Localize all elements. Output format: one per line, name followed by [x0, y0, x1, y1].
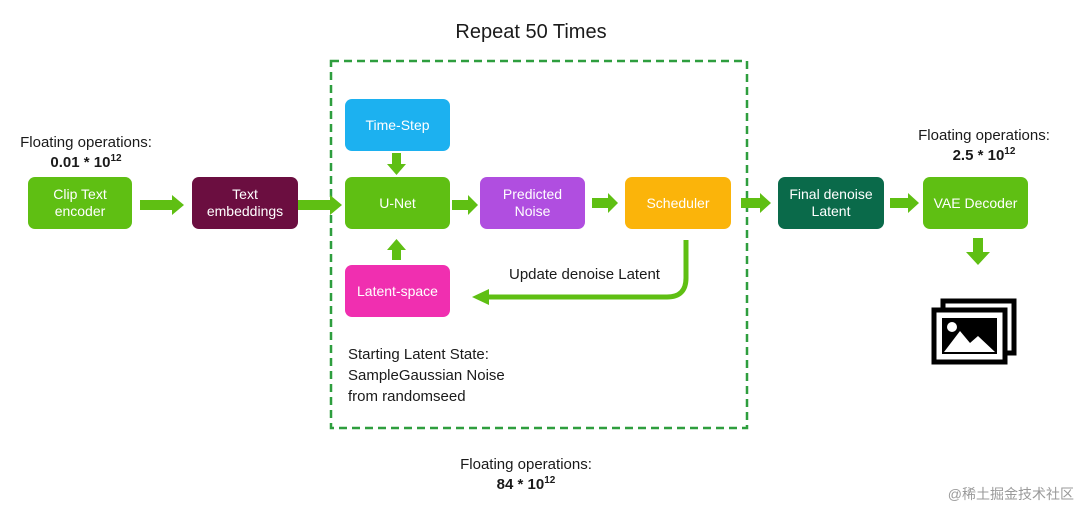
flops-clip-value: 0.01 * 1012: [50, 153, 122, 172]
arrow-embeddings-to-unet: [298, 195, 342, 215]
arrow-scheduler-to-final: [741, 193, 771, 213]
arrow-vae-to-image: [966, 238, 990, 265]
arrow-clip-to-embeddings: [140, 195, 184, 215]
arrow-latent-to-unet: [387, 239, 406, 260]
predicted-noise-node[interactable]: Predicted Noise: [480, 177, 585, 229]
loop-title: Repeat 50 Times: [455, 21, 607, 43]
arrow-final-to-vae: [890, 193, 919, 213]
watermark: @稀土掘金技术社区: [947, 486, 1074, 502]
update-denoise-label: Update denoise Latent: [509, 266, 660, 283]
flops-clip: Floating operations: 0.01 * 1012: [6, 133, 166, 173]
flops-vae: Floating operations: 2.5 * 1012: [904, 126, 1064, 166]
flops-loop-value: 84 * 1012: [496, 475, 556, 494]
time-step-node[interactable]: Time-Step: [345, 99, 450, 151]
latent-space-node[interactable]: Latent-space: [345, 265, 450, 317]
arrow-timestep-to-unet: [387, 153, 406, 175]
scheduler-node[interactable]: Scheduler: [625, 177, 731, 229]
flops-vae-value: 2.5 * 1012: [952, 146, 1016, 165]
flops-clip-label: Floating operations:: [20, 134, 152, 151]
unet-node[interactable]: U-Net: [345, 177, 450, 229]
arrow-unet-to-noise: [452, 195, 478, 215]
starting-state-text: Starting Latent State: SampleGaussian No…: [348, 345, 505, 406]
flops-vae-label: Floating operations:: [918, 127, 1050, 144]
arrow-noise-to-scheduler: [592, 193, 618, 213]
final-denoise-latent-node[interactable]: Final denoise Latent: [778, 177, 884, 229]
starting-state-line-3: from randomseed: [348, 388, 466, 405]
flops-loop: Floating operations: 84 * 1012: [446, 455, 606, 495]
text-embeddings-node[interactable]: Text embeddings: [192, 177, 298, 229]
starting-state-line-2: SampleGaussian Noise: [348, 367, 505, 384]
arrow-scheduler-to-latent: [488, 240, 689, 300]
image-stack-icon: [931, 298, 1017, 365]
loop-border: [329, 59, 749, 430]
flops-loop-label: Floating operations:: [460, 456, 592, 473]
vae-decoder-node[interactable]: VAE Decoder: [923, 177, 1028, 229]
starting-state-line-1: Starting Latent State:: [348, 346, 489, 363]
clip-text-encoder-node[interactable]: Clip Text encoder: [28, 177, 132, 229]
